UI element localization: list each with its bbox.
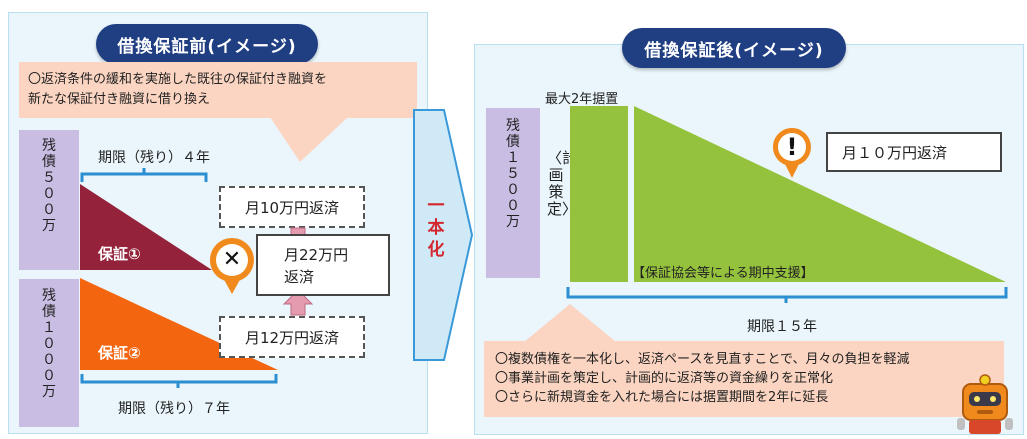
before-note — [19, 62, 417, 118]
loan1-name: 保証① — [98, 245, 141, 263]
loan2-balance-label: 残債１０００万 — [42, 288, 56, 400]
after-title: 借換保証後(イメージ) — [622, 28, 846, 68]
before-note-pointer — [270, 117, 348, 162]
after-payment-box: 月１０万円返済 — [826, 132, 1002, 172]
after-note-line2: 〇事業計画を策定し、計画的に返済等の資金繰りを正常化 — [495, 371, 834, 386]
support-label: 【保証協会等による期中支援】 — [632, 266, 814, 281]
after-note — [484, 341, 1004, 417]
robot-mascot-icon — [957, 374, 1013, 434]
loan1-balance-label: 残債５００万 — [42, 138, 56, 234]
loan1-payment: 月10万円返済 — [219, 186, 365, 228]
deferral-label: 最大2年据置 — [545, 92, 619, 107]
merge-arrow — [413, 109, 474, 361]
x-mark-icon: ✕ — [222, 247, 242, 272]
combined-payment-line2: 返済 — [284, 268, 315, 286]
after-term: 期限１５年 — [747, 319, 817, 335]
loan1-term: 期限（残り）４年 — [98, 150, 210, 166]
plan-label: 〈計画策定〉 — [547, 149, 578, 218]
after-note-pointer — [524, 304, 616, 342]
before-note-line1: 〇返済条件の緩和を実施した既往の保証付き融資を — [28, 72, 328, 87]
alert-pin — [772, 128, 811, 178]
combined-payment-box: 月22万円 返済 — [256, 234, 390, 296]
arrow-up-icon — [282, 289, 314, 316]
after-payment-text: 月１０万円返済 — [842, 144, 948, 162]
after-balance-label: 残債１５００万 — [506, 118, 520, 230]
before-title: 借換保証前(イメージ) — [96, 24, 318, 64]
loan1-triangle — [80, 184, 212, 270]
loan1-balance-box — [19, 130, 79, 270]
after-note-line3: 〇さらに新規資金を入れた場合には据置期間を2年に延長 — [495, 390, 829, 405]
alert-icon: ! — [786, 133, 798, 161]
loan2-term: 期限（残り）７年 — [118, 401, 230, 417]
after-balance-box — [486, 108, 540, 278]
loan1-term-bracket — [80, 168, 208, 182]
loan2-name: 保証② — [98, 344, 141, 362]
after-chart — [570, 106, 1006, 282]
x-marker-pin — [209, 238, 254, 294]
after-note-line1: 〇複数債権を一本化し、返済ペースを見直すことで、月々の負担を軽減 — [495, 352, 910, 367]
before-note-line2: 新たな保証付き融資に借り換え — [28, 92, 211, 107]
combined-payment-line1: 月22万円 — [284, 246, 349, 264]
loan2-term-bracket — [80, 374, 278, 388]
loan2-balance-box — [19, 279, 79, 427]
loan2-payment: 月12万円返済 — [219, 316, 365, 358]
after-term-bracket — [566, 287, 1008, 303]
merge-arrow-label: 一本化 — [427, 196, 445, 260]
